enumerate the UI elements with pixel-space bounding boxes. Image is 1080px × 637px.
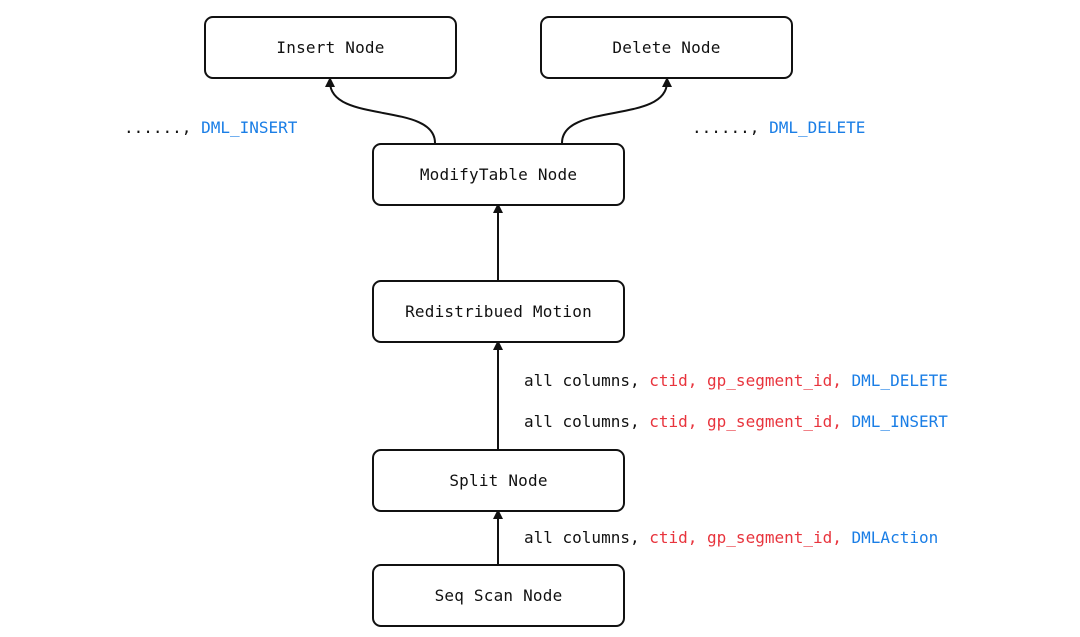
redistributed-motion-node: Redistribued Motion bbox=[372, 280, 625, 343]
edge-modify-to-insert bbox=[325, 77, 436, 144]
dml-action-label: DMLAction bbox=[851, 528, 939, 547]
seq-scan-node: Seq Scan Node bbox=[372, 564, 625, 627]
dml-action-label: DML_DELETE bbox=[851, 371, 948, 390]
annotation-prefix: ......, bbox=[124, 118, 202, 137]
split-output-delete-row: all columns, ctid, gp_segment_id, DML_DE… bbox=[524, 371, 948, 390]
insert-branch-annotation: ......, DML_INSERT bbox=[124, 118, 297, 137]
modifytable-node: ModifyTable Node bbox=[372, 143, 625, 206]
split-node: Split Node bbox=[372, 449, 625, 512]
all-columns-label: all columns, bbox=[524, 371, 650, 390]
dml-action-label: DML_INSERT bbox=[201, 118, 298, 137]
all-columns-label: all columns, bbox=[524, 528, 650, 547]
annotation-prefix: ......, bbox=[692, 118, 770, 137]
system-columns-label: ctid, gp_segment_id, bbox=[649, 412, 852, 431]
delete-branch-annotation: ......, DML_DELETE bbox=[692, 118, 865, 137]
system-columns-label: ctid, gp_segment_id, bbox=[649, 371, 852, 390]
system-columns-label: ctid, gp_segment_id, bbox=[649, 528, 852, 547]
delete-node: Delete Node bbox=[540, 16, 793, 79]
dml-action-label: DML_INSERT bbox=[851, 412, 948, 431]
dml-action-label: DML_DELETE bbox=[769, 118, 866, 137]
scan-output-row: all columns, ctid, gp_segment_id, DMLAct… bbox=[524, 528, 938, 547]
split-output-insert-row: all columns, ctid, gp_segment_id, DML_IN… bbox=[524, 412, 948, 431]
all-columns-label: all columns, bbox=[524, 412, 650, 431]
insert-node: Insert Node bbox=[204, 16, 457, 79]
edge-modify-to-delete bbox=[561, 77, 672, 144]
